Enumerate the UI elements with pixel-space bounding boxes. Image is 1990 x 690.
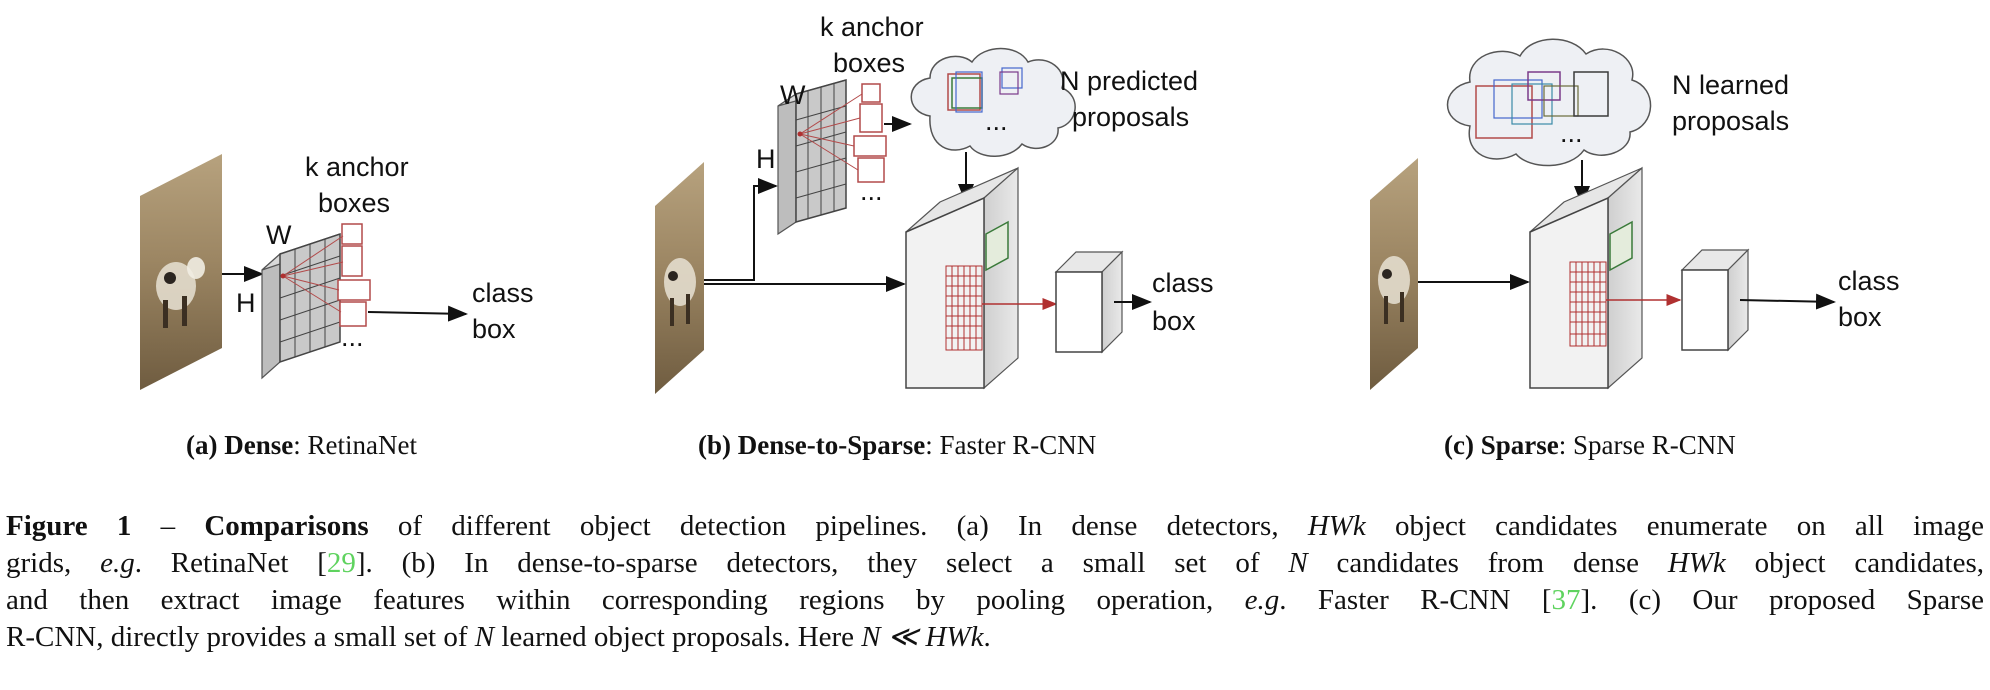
caption-bold-lead: Comparisons <box>204 510 369 542</box>
math-relation: N ≪ HWk <box>861 621 984 653</box>
proposal-label-c-1: N learned <box>1672 70 1789 100</box>
subcaption-a-rest: : RetinaNet <box>293 430 417 460</box>
h-label-a: H <box>236 288 256 318</box>
caption-text-4b: learned object proposals. Here <box>494 621 862 653</box>
caption-line-1: Figure 1 – Comparisons of different obje… <box>6 508 1984 545</box>
caption-text-2e: object candidates, <box>1725 547 1984 579</box>
proposal-label-b-1: N predicted <box>1060 66 1198 96</box>
anchor-boxes-b <box>853 83 887 183</box>
caption-text-2b: . RetinaNet [ <box>134 547 327 579</box>
caption-text-4c: . <box>983 621 991 653</box>
cloud-predicted-proposals: ... <box>910 47 1076 157</box>
caption-text-4a: R-CNN, directly provides a small set of <box>6 621 475 653</box>
panel-b: W H ... k anchor boxes ... <box>655 12 1214 394</box>
anchor-label-a-2: boxes <box>318 188 390 218</box>
anchor-label-b-1: k anchor <box>820 12 924 42</box>
caption-text-1b: object candidates enumerate on all image <box>1365 510 1985 542</box>
subcaption-b-bold: Dense-to-Sparse <box>737 430 926 460</box>
head-cube-c <box>1680 248 1750 352</box>
roi-feature-block-c <box>1529 166 1643 390</box>
eg-1: e.g <box>100 547 135 579</box>
figure-caption: Figure 1 – Comparisons of different obje… <box>6 508 1984 656</box>
input-image-a <box>140 154 222 390</box>
subcaption-a: (a) Dense: RetinaNet <box>186 430 417 461</box>
citation-link-37[interactable]: 37 <box>1551 584 1581 616</box>
panel-a: W H ... k anchor boxes class box <box>140 152 534 390</box>
math-n-2: N <box>474 621 495 653</box>
subcaption-b: (b) Dense-to-Sparse: Faster R-CNN <box>698 430 1096 461</box>
output-label-a-1: class <box>472 278 534 308</box>
caption-dash: – <box>131 510 205 542</box>
subcaption-c: (c) Sparse: Sparse R-CNN <box>1444 430 1736 461</box>
caption-text-1a: of different object detection pipelines.… <box>368 510 1308 542</box>
panel-c: ... N learned proposals <box>1370 38 1900 390</box>
math-hwk-2: HWk <box>1667 547 1726 579</box>
subcaption-c-rest: : Sparse R-CNN <box>1558 430 1736 460</box>
cloud-learned-proposals: ... <box>1446 38 1652 167</box>
caption-line-2: grids, e.g. RetinaNet [29]. (b) In dense… <box>6 545 1984 582</box>
output-label-b-1: class <box>1152 268 1214 298</box>
roi-feature-block-b <box>905 166 1019 390</box>
anchor-label-a-1: k anchor <box>305 152 409 182</box>
arrow-a-output <box>367 305 468 322</box>
proposal-label-b-2: proposals <box>1072 102 1189 132</box>
caption-line-4: R-CNN, directly provides a small set of … <box>6 619 1984 656</box>
caption-text-3a: and then extract image features within c… <box>6 584 1245 616</box>
eg-2: e.g <box>1244 584 1280 616</box>
subcaption-b-tag: (b) <box>698 430 731 460</box>
output-label-b-2: box <box>1152 306 1196 336</box>
input-image-b <box>655 162 704 394</box>
feature-map-a <box>261 232 341 380</box>
cloud-ellipsis-b: ... <box>985 106 1008 136</box>
input-image-c <box>1370 158 1418 390</box>
anchor-links-a <box>282 235 344 313</box>
caption-text-2d: candidates from dense <box>1307 547 1668 579</box>
subcaption-a-tag: (a) <box>186 430 218 460</box>
anchor-links-b <box>799 93 863 171</box>
output-label-c-2: box <box>1838 302 1882 332</box>
anchor-label-b-2: boxes <box>833 48 905 78</box>
figure-diagram: W H ... k anchor boxes class box <box>140 12 1900 394</box>
arrow-b-image-to-grid <box>704 178 778 281</box>
citation-link-29[interactable]: 29 <box>326 547 356 579</box>
caption-line-3: and then extract image features within c… <box>6 582 1984 619</box>
h-label-b: H <box>756 144 776 174</box>
anchor-boxes-a <box>337 223 371 327</box>
caption-text-3b: . Faster R-CNN [ <box>1279 584 1552 616</box>
caption-text-2c: ]. (b) In dense-to-sparse detectors, the… <box>355 547 1289 579</box>
arrow-c-output <box>1739 293 1836 310</box>
w-label-a: W <box>266 220 292 250</box>
output-label-c-1: class <box>1838 266 1900 296</box>
cloud-ellipsis-c: ... <box>1560 118 1583 148</box>
head-cube-b <box>1054 250 1124 354</box>
math-hwk-1: HWk <box>1307 510 1366 542</box>
output-label-a-2: box <box>472 314 516 344</box>
w-label-b: W <box>780 80 806 110</box>
caption-text-3c: ]. (c) Our proposed Sparse <box>1580 584 1984 616</box>
figure-label: Figure 1 <box>6 510 132 542</box>
math-n-1: N <box>1288 547 1308 579</box>
ellipsis-a: ... <box>341 322 364 352</box>
subcaption-c-bold: Sparse <box>1480 430 1559 460</box>
caption-text-2a: grids, <box>6 547 101 579</box>
subcaption-c-tag: (c) <box>1444 430 1474 460</box>
ellipsis-b: ... <box>860 176 883 206</box>
subcaption-b-rest: : Faster R-CNN <box>925 430 1097 460</box>
proposal-label-c-2: proposals <box>1672 106 1789 136</box>
subcaption-a-bold: Dense <box>224 430 294 460</box>
